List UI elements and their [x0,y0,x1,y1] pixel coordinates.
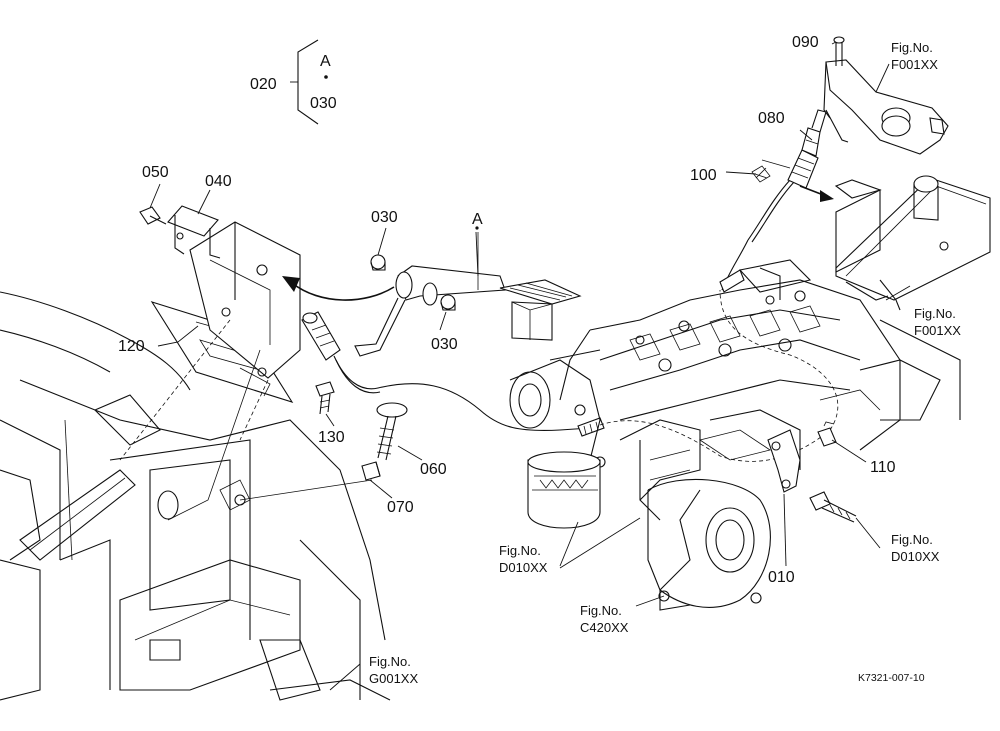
pedal-arm-A [354,232,582,357]
fig-ref-label: Fig.No. [891,40,933,55]
figure-references: Fig.No. F001XX Fig.No. F001XX Fig.No. D0… [369,40,961,686]
pin-040 [167,205,221,259]
fig-ref-label: Fig.No. [580,603,622,618]
leader-lines [149,41,911,691]
part-label-130: 130 [318,429,345,446]
part-label-010: 010 [768,569,795,586]
bolt-d010-right [809,491,857,523]
part-label-070: 070 [387,499,414,516]
fig-ref-label: Fig.No. [914,306,956,321]
part-label-030-lower: 030 [431,336,458,353]
fig-ref-code: D010XX [499,560,548,575]
fig-ref-code: D010XX [891,549,940,564]
engine-block [559,259,961,521]
part-label-080: 080 [758,110,785,127]
part-label-050: 050 [142,164,169,181]
chassis-frame [0,291,391,701]
fig-ref-code: F001XX [891,57,938,72]
part-label-A-group: A [320,53,331,70]
nut-070 [361,461,381,481]
fig-ref-code: F001XX [914,323,961,338]
drawing-code: K7321-007-10 [858,672,925,684]
part-label-030-upper: 030 [371,209,398,226]
bolt-050 [139,206,167,225]
part-labels: 050 040 030 030 A 120 130 060 070 080 09… [118,34,896,586]
pedal-bracket-120 [150,221,301,403]
part-label-060: 060 [420,461,447,478]
fig-ref-label: Fig.No. [891,532,933,547]
bushing-030-upper [370,254,386,271]
alignment-lines [119,319,373,521]
part-label-100: 100 [690,167,717,184]
part-label-120: 120 [118,338,145,355]
rotation-arrow [282,276,395,301]
fig-ref-label: Fig.No. [369,654,411,669]
oil-filter [527,451,601,529]
clamp-110 [817,421,837,447]
fig-ref-label: Fig.No. [499,543,541,558]
governor-plate [834,175,991,311]
speed-control-lever [823,36,949,155]
group-bracket-020: 020 A 030 [250,39,337,125]
part-label-020: 020 [250,76,277,93]
part-label-A: A [472,211,483,228]
part-label-030-group: 030 [310,95,337,112]
clip-100 [751,159,791,183]
cable-end-080 [787,109,827,189]
part-label-090: 090 [792,34,819,51]
stopper-bolt-060 [376,402,408,461]
fig-ref-code: C420XX [580,620,629,635]
bushing-030-lower [440,294,456,311]
fig-ref-code: G001XX [369,671,418,686]
part-label-040: 040 [205,173,232,190]
bolt-130 [315,381,335,415]
part-label-110: 110 [870,459,896,476]
gear-case [647,478,771,611]
throttle-cable [301,179,839,462]
bracket-010 [767,429,801,493]
